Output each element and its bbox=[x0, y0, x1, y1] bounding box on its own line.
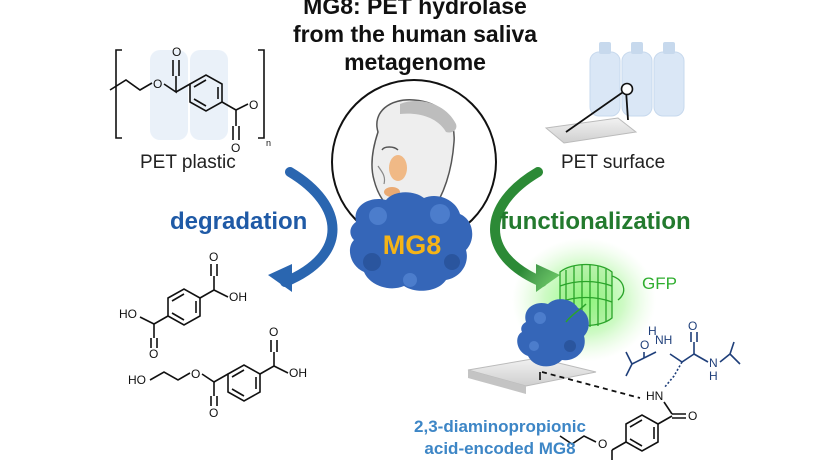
tpa-o-bottom: O bbox=[149, 347, 158, 361]
dap-h-top: H bbox=[648, 324, 657, 338]
left-bracket bbox=[115, 49, 122, 139]
subscript-n: n bbox=[266, 138, 271, 148]
degradation-label: degradation bbox=[170, 208, 307, 235]
dap-o-left: O bbox=[640, 338, 649, 352]
dap-hn: HN bbox=[646, 389, 663, 403]
dap-o-amide: O bbox=[688, 409, 697, 423]
mhet-o-top: O bbox=[269, 325, 278, 339]
atom-o-carbonyl-1: O bbox=[172, 45, 181, 59]
pet-bottles-icon bbox=[589, 42, 685, 117]
dap-o-ester: O bbox=[598, 437, 607, 451]
degradation-arrowhead bbox=[268, 264, 292, 292]
pet-surface-slab-bottom bbox=[467, 357, 597, 387]
dap-label-line-1: 2,3-diaminopropionic bbox=[414, 417, 586, 436]
dap-o-top: O bbox=[688, 319, 697, 333]
dap-n-right: N bbox=[709, 356, 718, 370]
faded-bottles-icon bbox=[150, 50, 228, 140]
mhet-ho: HO bbox=[128, 373, 146, 387]
mg8-label: MG8 bbox=[383, 230, 442, 260]
pet-chain-node bbox=[620, 82, 634, 96]
pet-slab-edge bbox=[468, 370, 526, 394]
title-line-1: MG8: PET hydrolase bbox=[303, 0, 527, 19]
dap-label-line-2: acid-encoded MG8 bbox=[424, 439, 575, 458]
pet-surface-slab bbox=[544, 117, 638, 144]
pet-polymer-structure: n O O O O bbox=[109, 45, 271, 155]
dashed-link bbox=[541, 371, 641, 399]
parotid-gland-icon bbox=[389, 155, 407, 181]
atom-o-ester-2: O bbox=[249, 98, 258, 112]
mg8-protein-surface bbox=[349, 192, 473, 291]
terephthalic-acid-structure: O OH O HO bbox=[119, 250, 247, 361]
tpa-ho-left: HO bbox=[119, 307, 137, 321]
tpa-oh-right: OH bbox=[229, 290, 247, 304]
degradation-arrow bbox=[280, 167, 338, 287]
linker-icon bbox=[565, 303, 587, 323]
gfp-label: GFP bbox=[642, 274, 677, 293]
tpa-o-top: O bbox=[209, 250, 218, 264]
dap-h-right: H bbox=[709, 369, 718, 383]
title-line-2: from the human saliva bbox=[293, 21, 537, 47]
dap-peptide-structure: O NH H O N H HN O O bbox=[559, 319, 741, 460]
atom-o-carbonyl-2: O bbox=[231, 141, 240, 155]
atom-o-ester-1: O bbox=[153, 77, 162, 91]
mhet-o-carbonyl: O bbox=[209, 406, 218, 420]
mhet-o-ester: O bbox=[191, 367, 200, 381]
mhet-structure: HO O O O OH bbox=[128, 325, 307, 420]
title-line-3: metagenome bbox=[344, 49, 486, 75]
pet-surface-label: PET surface bbox=[561, 152, 665, 173]
pet-plastic-label: PET plastic bbox=[140, 152, 236, 173]
mhet-oh: OH bbox=[289, 366, 307, 380]
functionalization-label: functionalization bbox=[500, 208, 691, 235]
right-bracket bbox=[258, 49, 265, 139]
dap-nh-left: NH bbox=[655, 333, 672, 347]
